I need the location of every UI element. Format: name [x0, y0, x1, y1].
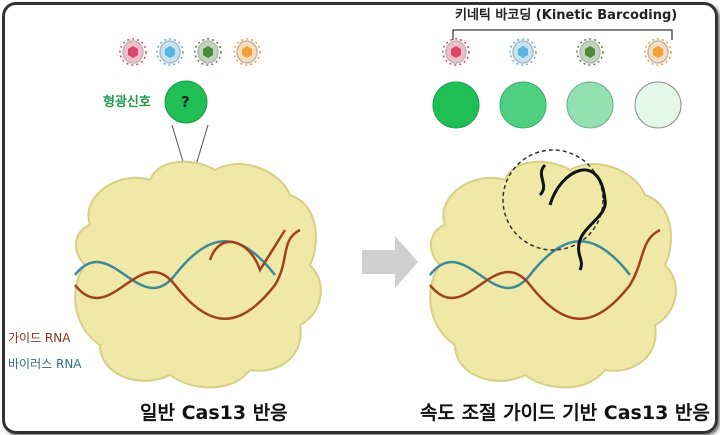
- signal-circle-3: [566, 81, 614, 129]
- signal-circle-1: [432, 81, 480, 129]
- legend-viral-rna: 바이러스 RNA: [8, 357, 82, 371]
- barcoding-label: 키네틱 바코딩 (Kinetic Barcoding): [455, 8, 678, 23]
- rna-duplex-left: [74, 228, 301, 320]
- caption-right: 속도 조절 가이드 기반 Cas13 반응: [420, 402, 710, 424]
- zoom-highlight-circle: [502, 149, 604, 251]
- signal-circle-4: [634, 81, 682, 129]
- rna-duplex-right: [429, 228, 661, 320]
- signal-circle-unknown: [164, 80, 208, 124]
- arrow-icon: [362, 236, 418, 288]
- legend-guide-rna: 가이드 RNA: [8, 331, 71, 345]
- barcoding-bracket: [452, 29, 673, 40]
- signal-question-mark: ?: [181, 93, 190, 111]
- signal-circle-2: [499, 81, 547, 129]
- caption-left: 일반 Cas13 반응: [140, 402, 288, 424]
- guide-hairpin: [538, 163, 607, 271]
- signal-label: 형광신호: [103, 95, 151, 110]
